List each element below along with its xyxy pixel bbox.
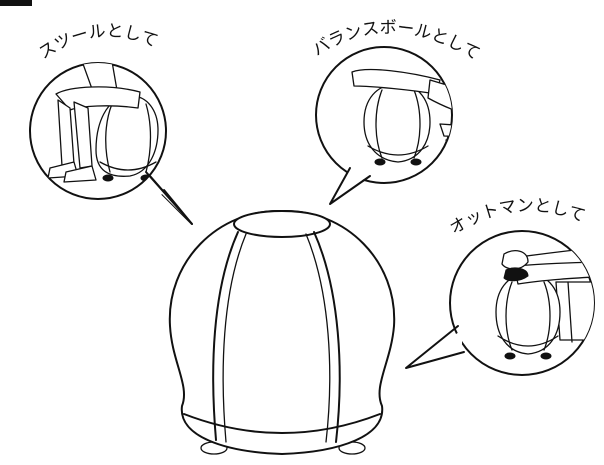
stool-usage-bubble: スツールとして xyxy=(30,21,192,224)
balance-ball-usage-bubble: バランスボールとして xyxy=(309,18,574,204)
ottoman-usage-bubble: オットマンとして xyxy=(406,196,604,375)
corner-mark xyxy=(0,0,32,6)
main-ball-chair xyxy=(170,211,394,454)
stool-caption: スツールとして xyxy=(35,21,160,63)
